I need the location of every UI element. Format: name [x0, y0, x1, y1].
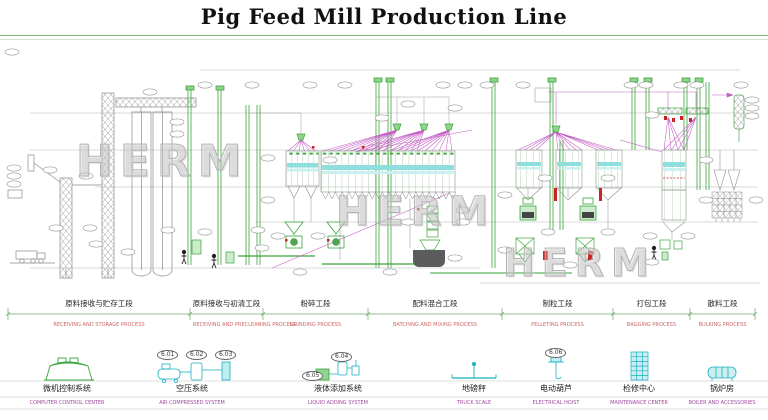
control-console-icon: [44, 357, 94, 381]
section-label-en: BULKING PROCESS: [698, 322, 747, 328]
aux-truck-scale: 地磅秤 TRUCK SCALE: [414, 384, 534, 406]
bulk-spout-icon: [733, 94, 745, 142]
truck-scale-icon: [451, 362, 497, 379]
aux-label-cn: 电动葫芦: [540, 384, 572, 393]
equipment-tag: 6.03: [215, 350, 237, 360]
equipment-tag: 6.06: [545, 348, 567, 358]
grinding-bins: [285, 150, 320, 199]
section-label-cn: 原料接收与初清工段: [192, 299, 261, 308]
truck-icon: [10, 250, 55, 264]
machines: [181, 87, 745, 269]
aux-boiler-room: 锅炉房 BOILER AND ACCESSORIES: [662, 384, 768, 406]
section-receiving-storage: 原料接收与贮存工段 RECEIVING AND STORAGE PROCESS: [8, 300, 190, 328]
section-label-cn: 制粒工段: [542, 299, 573, 308]
aux-electrical-hoist: 电动葫芦 ELECTRICAL HOIST: [496, 384, 616, 406]
air-receiver-icon: [190, 362, 203, 381]
drag-conveyor-icon: [115, 97, 197, 108]
storage-silo-icon: [131, 111, 152, 277]
section-label-cn: 打包工段: [636, 299, 667, 308]
section-label-en: GRINDING PROCESS: [289, 322, 342, 328]
distribution-piping: [271, 91, 734, 269]
equipment-tag: 6.01: [157, 350, 179, 360]
equipment-tag: 6.02: [186, 350, 208, 360]
aux-label-en: COMPUTER CONTROL CENTER: [29, 400, 105, 406]
boiler-icon: [707, 366, 737, 381]
pellet-mill-icon: [519, 197, 597, 221]
section-label-en: BAGGING PROCESS: [626, 322, 677, 328]
rotary-distributor-icon: [296, 107, 709, 141]
aux-label-cn: 空压系统: [176, 384, 208, 393]
section-label-cn: 散料工段: [707, 299, 738, 308]
footer-dividers: [0, 380, 768, 410]
section-label-cn: 配料混合工段: [412, 299, 458, 308]
section-label-en: BATCHING AND MIXING PROCESS: [392, 322, 478, 328]
section-batching-mixing: 配料混合工段 BATCHING AND MIXING PROCESS: [368, 300, 502, 328]
section-grinding: 粉碎工段 GRINDING PROCESS: [263, 300, 368, 328]
section-label-en: RECEIVING AND STORAGE PROCESS: [53, 322, 145, 328]
packer-icon: [659, 239, 683, 261]
section-label-cn: 原料接收与贮存工段: [65, 299, 133, 308]
bin-banks: [285, 149, 687, 233]
aux-label-en: BOILER AND ACCESSORIES: [688, 400, 756, 406]
magnet-icon: [285, 116, 692, 260]
section-label-cn: 粉碎工段: [300, 299, 331, 308]
equipment-tag: 6.05: [302, 371, 324, 381]
equipment-tag: 6.04: [331, 352, 353, 362]
section-bulking: 散料工段 BULKING PROCESS: [690, 300, 755, 328]
air-compressor-icon: [157, 361, 231, 384]
aux-label-en: LIQUID ADDING SYSTEM: [308, 400, 368, 406]
electric-hoist-icon: [548, 356, 564, 380]
aux-label-cn: 液体添加系统: [314, 384, 362, 393]
bagging-bins: [661, 149, 687, 233]
section-label-en: PELLETING PROCESS: [531, 322, 584, 328]
bucket-elevator-icon: [101, 92, 115, 279]
aux-computer-control: 微机控制系统 COMPUTER CONTROL CENTER: [7, 384, 127, 406]
air-dryer-icon: [221, 361, 231, 381]
receiving-storage-equipment: [7, 92, 197, 279]
aux-maintenance-center: 检修中心 MAINTENANCE CENTER: [579, 384, 699, 406]
section-bagging: 打包工段 BAGGING PROCESS: [613, 300, 690, 328]
title-divider: [0, 35, 768, 40]
aux-label-cn: 检修中心: [623, 384, 655, 393]
mixer-icon: [413, 250, 445, 267]
aux-label-en: AIR COMPRESSED SYSTEM: [159, 400, 225, 406]
feed-lines: [249, 96, 450, 134]
maintenance-rack-icon: [630, 351, 649, 381]
auxiliary-icons: [44, 351, 737, 384]
bulk-loadout-icon: [711, 150, 743, 222]
aux-label-en: TRUCK SCALE: [456, 400, 492, 406]
scale-hopper-icon: [419, 205, 441, 251]
aux-label-en: ELECTRICAL HOIST: [532, 400, 580, 406]
section-receiving-precleaning: 原料接收与初清工段 RECEIVING AND PRECLEANING PROC…: [190, 299, 296, 328]
batching-bins: [320, 150, 457, 200]
cooler-icon: [515, 237, 595, 263]
aux-liquid-adding: 液体添加系统 LIQUID ADDING SYSTEM: [278, 384, 398, 406]
section-pelleting: 制粒工段 PELLETING PROCESS: [502, 300, 613, 328]
section-label-en: RECEIVING AND PRECLEANING PROCESS: [192, 322, 296, 328]
intake-machine-icon: [191, 239, 235, 264]
aux-air-compressed: 空压系统 AIR COMPRESSED SYSTEM: [132, 384, 252, 406]
storage-silo-icon: [152, 111, 173, 277]
aux-label-en: MAINTENANCE CENTER: [610, 400, 668, 406]
section-dimension-line: [5, 308, 758, 320]
aux-label-cn: 地磅秤: [462, 384, 486, 393]
aux-label-cn: 锅炉房: [710, 384, 734, 393]
aux-label-cn: 微机控制系统: [43, 384, 91, 393]
page-title: Pig Feed Mill Production Line: [200, 4, 568, 29]
